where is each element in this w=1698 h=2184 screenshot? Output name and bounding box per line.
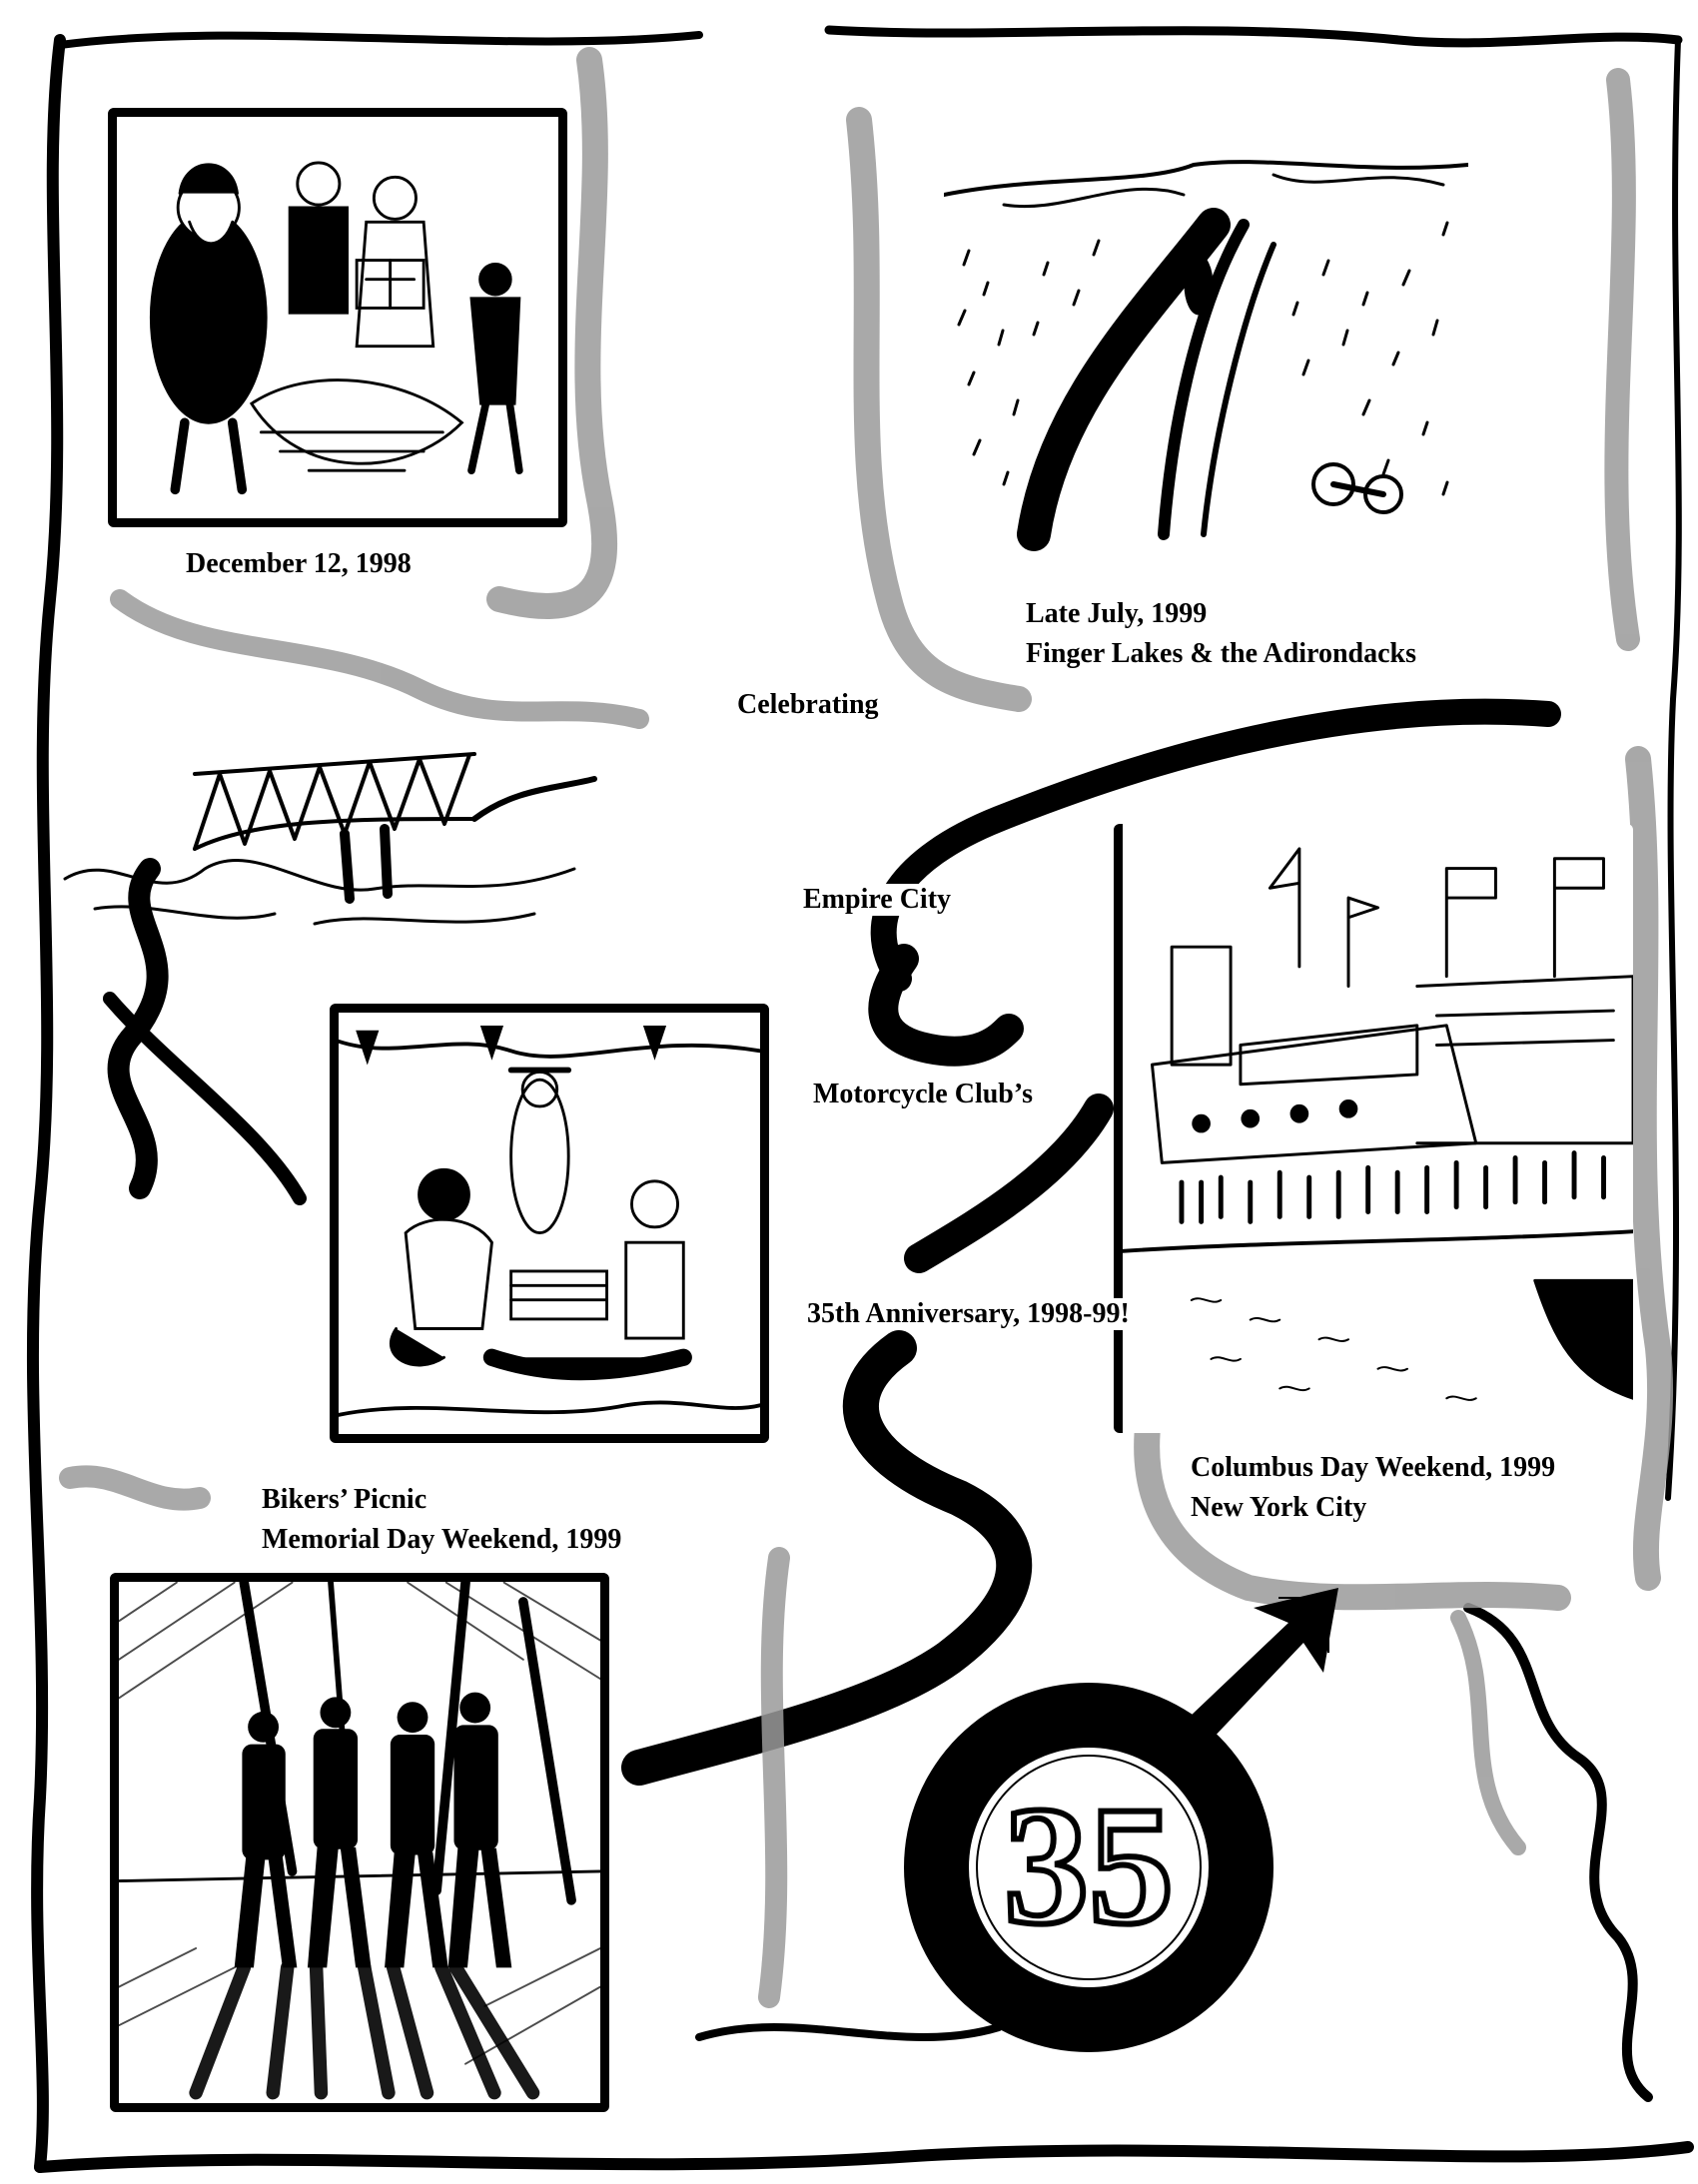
caption-columbus: Columbus Day Weekend, 1999 New York City xyxy=(1191,1448,1555,1528)
panel-road-illustration xyxy=(944,155,1468,554)
caption-columbus-line2: New York City xyxy=(1191,1492,1367,1523)
center-text-celebrating: Celebrating xyxy=(733,689,883,721)
bridge-illustration xyxy=(63,752,597,926)
center-text-motorcycle-club: Motorcycle Club’s xyxy=(809,1079,1038,1110)
forest-walkers-scene-icon xyxy=(119,1582,600,2100)
panel-santa-illustration xyxy=(108,108,567,527)
caption-picnic: Bikers’ Picnic Memorial Day Weekend, 199… xyxy=(262,1480,621,1560)
truss-bridge-icon xyxy=(63,752,597,926)
santa-scene-icon xyxy=(149,161,523,495)
caption-finger-lakes: Late July, 1999 Finger Lakes & the Adiro… xyxy=(1026,594,1416,674)
anniversary-emblem: 35 xyxy=(904,1588,1338,2052)
center-text-anniversary: 35th Anniversary, 1998-99! xyxy=(803,1298,1134,1330)
center-text-club-name: Empire City xyxy=(799,884,956,916)
caption-picnic-line2: Memorial Day Weekend, 1999 xyxy=(262,1524,622,1555)
panel-forest-illustration xyxy=(110,1573,609,2112)
caption-picnic-line1: Bikers’ Picnic xyxy=(262,1484,427,1515)
caption-finger-lakes-line2: Finger Lakes & the Adirondacks xyxy=(1026,638,1417,669)
emblem-number: 35 xyxy=(1004,1772,1174,1959)
parade-ship-scene-icon xyxy=(1123,847,1633,1401)
male-symbol-icon xyxy=(904,1588,1338,2052)
panel-parade-illustration xyxy=(1114,824,1633,1433)
caption-columbus-line1: Columbus Day Weekend, 1999 xyxy=(1191,1452,1556,1483)
caption-finger-lakes-line1: Late July, 1999 xyxy=(1026,598,1208,629)
picnic-scene-icon xyxy=(339,1025,760,1417)
panel-picnic-illustration xyxy=(330,1004,769,1443)
caption-december: December 12, 1998 xyxy=(186,548,412,579)
winding-road-scene-icon xyxy=(944,160,1468,551)
